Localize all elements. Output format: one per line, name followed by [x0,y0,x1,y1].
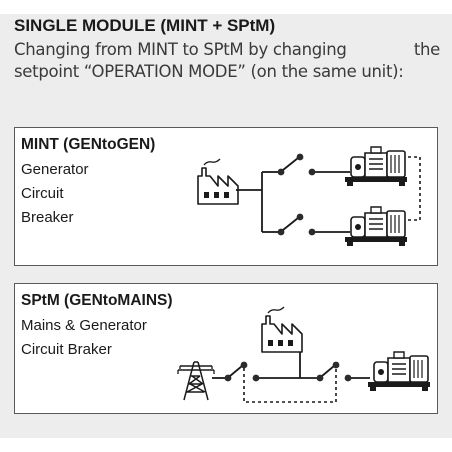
mint-title: MINT (GENtoGEN) [21,136,156,153]
subtitle-line-1-text: Changing from MINT to SPtM by changing [14,40,347,59]
subtitle-line-1-end: the [413,40,440,59]
circuit-breaker-switch-icon [277,213,316,236]
circuit-breaker-switch-icon [277,153,316,176]
sptm-mode-box: SPtM (GENtoMAINS) Mains & Generator Circ… [14,283,438,414]
subtitle-line-1: Changing from MINT to SPtM by changing t… [14,39,440,61]
factory-icon [197,158,239,205]
mint-label-line-3: Breaker [21,209,74,226]
sptm-bus-lines [212,352,370,379]
mint-label-line-1: Generator [21,161,89,178]
generator-icon [344,206,408,247]
mint-label-line-2: Circuit [21,185,64,202]
circuit-breaker-switch-icon [316,361,352,382]
subtitle-line-2: setpoint “OPERATION MODE” (on the same u… [14,62,404,81]
power-pylon-icon [177,361,215,401]
generator-icon [367,351,431,392]
sptm-label-line-1: Mains & Generator [21,317,147,334]
generator-icon [344,146,408,187]
mint-bus-lines [236,171,350,233]
control-link-dashed [408,156,421,221]
page-title: SINGLE MODULE (MINT + SPtM) [14,16,276,35]
control-link-dashed [243,368,337,403]
factory-icon [261,306,303,353]
sptm-label-line-2: Circuit Braker [21,341,112,358]
sptm-title: SPtM (GENtoMAINS) [21,292,173,309]
circuit-breaker-switch-icon [224,361,260,382]
page-subtitle: Changing from MINT to SPtM by changing t… [14,39,440,83]
